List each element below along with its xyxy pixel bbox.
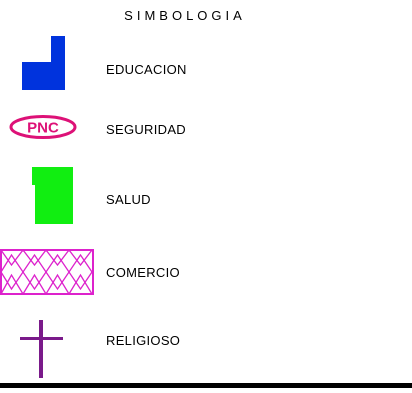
education-block-icon bbox=[22, 36, 65, 90]
cross-icon bbox=[20, 320, 63, 378]
health-block-icon bbox=[32, 167, 73, 224]
pnc-oval-icon: PNC bbox=[9, 115, 77, 139]
legend-title: SIMBOLOGIA bbox=[124, 8, 246, 23]
legend-label-educacion: EDUCACION bbox=[106, 62, 187, 77]
legend-label-comercio: COMERCIO bbox=[106, 265, 180, 280]
legend-label-religioso: RELIGIOSO bbox=[106, 333, 181, 348]
pnc-text: PNC bbox=[27, 120, 59, 137]
legend-label-seguridad: SEGURIDAD bbox=[106, 122, 186, 137]
commerce-crosshatch-icon bbox=[0, 249, 94, 295]
legend-label-salud: SALUD bbox=[106, 192, 151, 207]
bottom-border-line bbox=[0, 383, 412, 388]
